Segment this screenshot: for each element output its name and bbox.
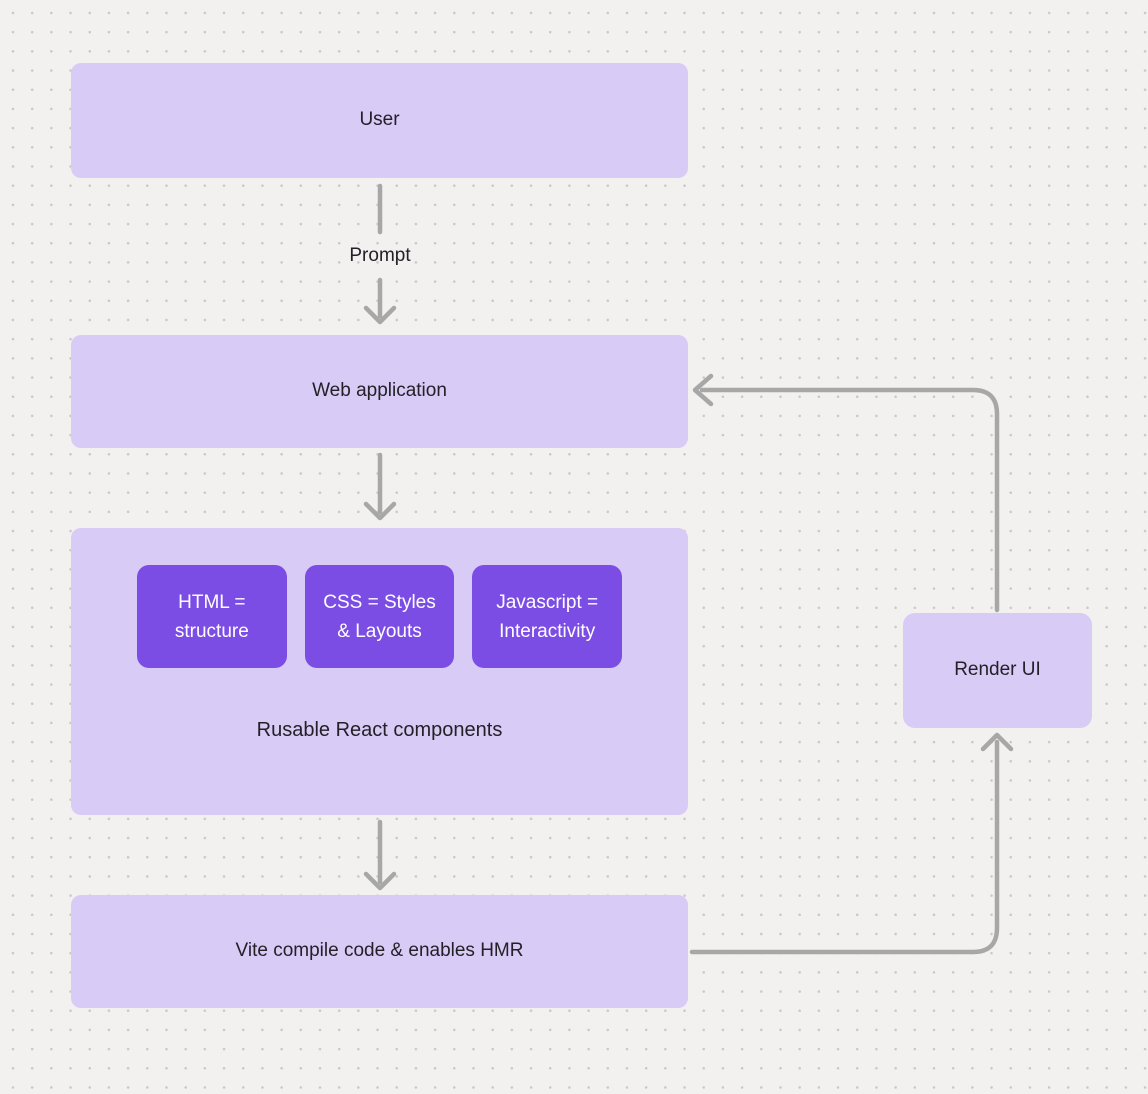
component-css: CSS = Styles & Layouts <box>304 565 455 668</box>
node-user-label: User <box>359 109 400 131</box>
edge-label-prompt: Prompt <box>349 245 411 266</box>
component-css-line1: CSS = Styles <box>323 591 436 613</box>
component-html-line2: structure <box>174 620 249 642</box>
arrowhead-down-webapp <box>363 305 397 325</box>
edge-vite-to-renderui <box>689 739 1000 955</box>
node-user: User <box>71 63 688 178</box>
arrowhead-left-webapp <box>692 373 714 407</box>
node-components-group: HTML = structure CSS = Styles & Layouts … <box>71 528 688 815</box>
node-web-application: Web application <box>71 335 688 448</box>
component-css-line2: & Layouts <box>337 620 422 642</box>
component-html-line1: HTML = <box>178 591 246 613</box>
arrowhead-up-renderui <box>980 732 1014 752</box>
node-render-ui-label: Render UI <box>954 659 1041 681</box>
arrowhead-down-vite <box>363 871 397 891</box>
component-javascript-line2: Interactivity <box>499 620 596 642</box>
arrowhead-down-components <box>363 501 397 521</box>
node-web-application-label: Web application <box>312 380 447 402</box>
component-row: HTML = structure CSS = Styles & Layouts … <box>137 565 623 668</box>
components-group-caption: Rusable React components <box>256 719 503 741</box>
node-render-ui: Render UI <box>903 613 1092 728</box>
node-vite-label: Vite compile code & enables HMR <box>235 940 524 962</box>
edge-renderui-to-webapp <box>699 387 1000 613</box>
component-javascript: Javascript = Interactivity <box>472 565 623 668</box>
node-vite: Vite compile code & enables HMR <box>71 895 688 1008</box>
component-javascript-line1: Javascript = <box>496 591 599 613</box>
component-html: HTML = structure <box>137 565 287 668</box>
